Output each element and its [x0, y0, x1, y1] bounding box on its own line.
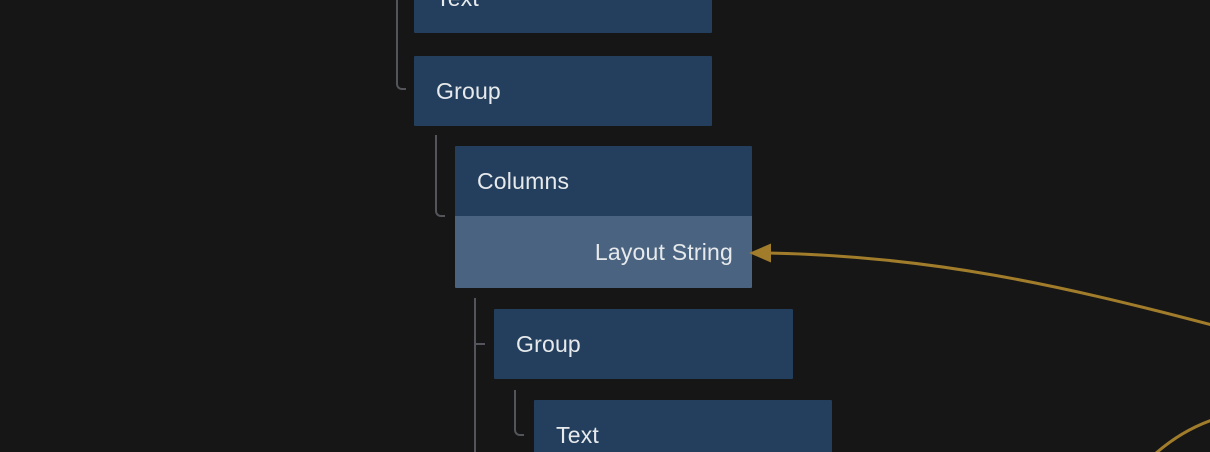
tree-node-text-top[interactable]: Text — [414, 0, 712, 33]
wire-arrowhead-layout-string — [749, 243, 771, 263]
tree-connector-line — [474, 298, 476, 452]
node-label: Group — [516, 330, 581, 357]
node-label: Text — [436, 0, 479, 12]
tree-node-group-upper[interactable]: Group — [414, 56, 712, 126]
tree-connector-line — [476, 343, 485, 345]
node-label: Group — [436, 77, 501, 104]
wire-bottom-right — [1155, 419, 1210, 452]
node-input-layout-string[interactable]: Layout String — [455, 216, 752, 288]
node-label: Text — [556, 421, 599, 448]
node-label: Columns — [477, 167, 570, 194]
tree-connector-line — [435, 135, 445, 217]
input-port-label: Layout String — [594, 238, 733, 265]
tree-node-columns[interactable]: Columns — [455, 146, 752, 216]
tree-connector-line — [396, 0, 406, 90]
tree-node-group-lower[interactable]: Group — [494, 309, 793, 379]
wire-to-layout-string — [767, 251, 1210, 327]
tree-node-text-bottom[interactable]: Text — [534, 400, 832, 452]
tree-connector-line — [514, 390, 524, 436]
